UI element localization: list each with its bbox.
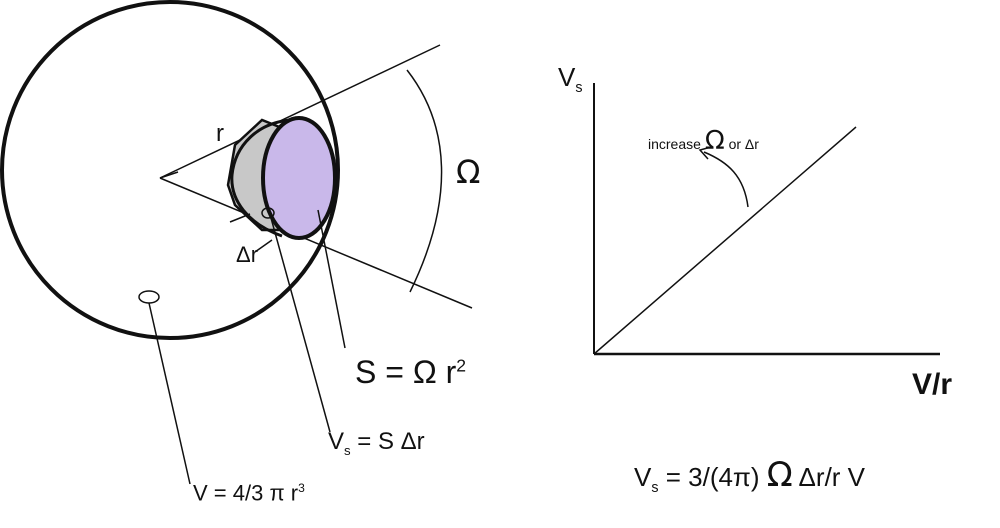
increase-arrowhead <box>698 146 712 160</box>
sphere-outline <box>0 0 340 340</box>
equation-vs-rhs: = S Δr <box>350 428 425 455</box>
label-delta-r: Δr <box>236 242 259 267</box>
equation-vs-v: V <box>328 428 345 455</box>
upper-ray <box>159 44 441 179</box>
annotation-increase: increase Ω or Δr <box>648 128 759 154</box>
apex-tick <box>159 171 179 179</box>
label-r: r <box>216 120 224 147</box>
equation-volume-exp: 3 <box>298 481 305 495</box>
equation-volume: V = 4/3 π r3 <box>193 482 305 504</box>
equation-volume-lhs: V = 4/3 π r <box>193 480 299 506</box>
y-axis-label-v: V <box>558 62 576 92</box>
delta-r-tick-1 <box>229 213 251 223</box>
increase-arrow <box>703 151 749 208</box>
annotation-omega: Ω <box>704 126 725 156</box>
formula-part-1: = 3/(4π) <box>658 462 767 492</box>
x-axis-label: V/r <box>912 368 953 401</box>
leader-vs <box>270 217 331 433</box>
y-axis-label-sub: s <box>575 80 583 97</box>
equation-surface-exp: 2 <box>456 355 467 376</box>
formula-part-2: Δr/r V <box>792 462 866 492</box>
formula-sub: s <box>651 480 659 497</box>
volume-element-sphere <box>138 290 160 304</box>
formula-omega: Ω <box>766 455 793 495</box>
volume-element-small <box>261 207 275 219</box>
equation-vs: Vs = S Δr <box>328 430 425 457</box>
equation-surface-lhs: S = Ω r <box>355 354 457 390</box>
lower-ray <box>159 177 473 309</box>
linear-relation-line <box>593 126 857 355</box>
annotation-text-1: increase <box>648 136 705 152</box>
leader-volume <box>148 302 191 485</box>
y-axis-label: Vs <box>558 64 583 95</box>
formula-v: V <box>634 462 652 492</box>
equation-vs-sub: s <box>344 442 351 458</box>
solid-angle-arc <box>406 69 443 293</box>
cone-rear-edge <box>230 118 291 238</box>
equation-surface: S = Ω r2 <box>355 356 466 388</box>
leader-surface <box>317 209 346 349</box>
label-omega: Ω <box>456 153 481 191</box>
formula-vs: Vs = 3/(4π) Ω Δr/r V <box>634 458 865 495</box>
cone-base-surface <box>261 116 337 240</box>
annotation-text-2: or Δr <box>724 136 759 152</box>
delta-r-tick-2 <box>254 239 273 253</box>
